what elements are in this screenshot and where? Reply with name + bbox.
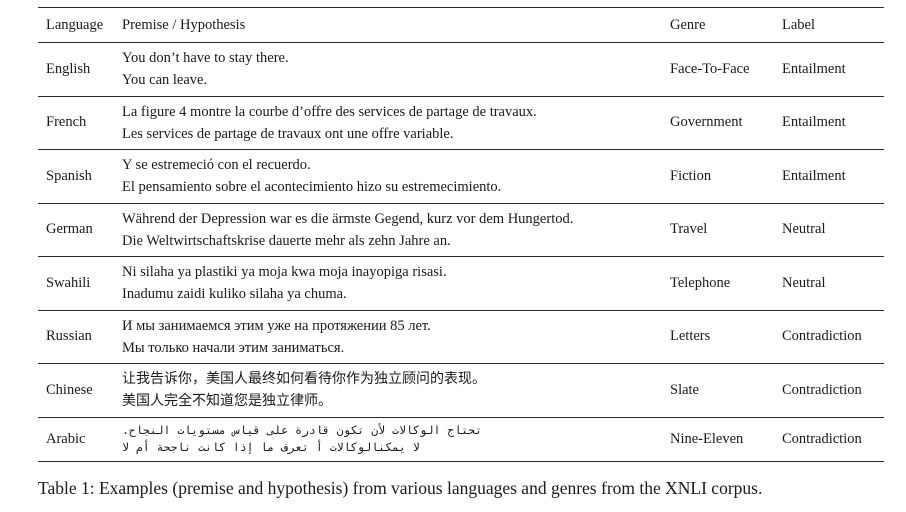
header-label: Label bbox=[782, 16, 816, 33]
row-language: Arabic bbox=[46, 430, 86, 447]
table-row: Chinese 让我告诉你，美国人最终如何看待你作为独立顾问的表现。 美国人完全… bbox=[38, 364, 884, 418]
row-label: Contradiction bbox=[782, 430, 862, 447]
row-language: German bbox=[46, 221, 93, 238]
row-premise: Während der Depression war es die ärmste… bbox=[122, 210, 574, 227]
row-hypothesis: Мы только начали этим заниматься. bbox=[122, 339, 345, 356]
row-premise: You don’t have to stay there. bbox=[122, 50, 289, 67]
row-genre: Letters bbox=[670, 328, 711, 345]
row-label: Contradiction bbox=[782, 381, 862, 398]
row-language: English bbox=[46, 60, 91, 77]
header-premise-hypothesis: Premise / Hypothesis bbox=[122, 16, 246, 33]
row-text: تحتاج الوكالات لأن تكون قادرة على قياس م… bbox=[114, 417, 662, 461]
table-row: Russian И мы занимаемся этим уже на прот… bbox=[38, 310, 884, 364]
row-text: Ni silaha ya plastiki ya moja kwa moja i… bbox=[114, 257, 662, 311]
row-genre: Telephone bbox=[670, 274, 731, 291]
table-body: English You don’t have to stay there. Yo… bbox=[38, 43, 884, 461]
row-text: Während der Depression war es die ärmste… bbox=[114, 203, 662, 257]
table-row: Arabic تحتاج الوكالات لأن تكون قادرة على… bbox=[38, 417, 884, 461]
row-language: Chinese bbox=[46, 381, 93, 398]
row-label: Neutral bbox=[782, 221, 826, 238]
row-hypothesis: لا يمكنالوكالات أ تعرف ما إذا كانت ناجحة… bbox=[122, 440, 420, 454]
row-premise: Ni silaha ya plastiki ya moja kwa moja i… bbox=[122, 264, 447, 281]
table-row: English You don’t have to stay there. Yo… bbox=[38, 43, 884, 97]
row-text: La figure 4 montre la courbe d’offre des… bbox=[114, 96, 662, 150]
row-text: You don’t have to stay there. You can le… bbox=[114, 43, 662, 97]
row-genre: Travel bbox=[670, 221, 708, 238]
xnli-examples-table: Language Premise / Hypothesis Genre Labe… bbox=[38, 7, 884, 462]
row-premise: تحتاج الوكالات لأن تكون قادرة على قياس م… bbox=[122, 423, 483, 437]
row-hypothesis: Les services de partage de travaux ont u… bbox=[122, 125, 454, 142]
row-hypothesis: Inadumu zaidi kuliko silaha ya chuma. bbox=[122, 286, 347, 303]
row-genre: Slate bbox=[670, 381, 699, 398]
row-premise: 让我告诉你，美国人最终如何看待你作为独立顾问的表现。 bbox=[122, 371, 486, 388]
table-header: Language Premise / Hypothesis Genre Labe… bbox=[38, 7, 884, 43]
row-text: И мы занимаемся этим уже на протяжении 8… bbox=[114, 310, 662, 364]
row-genre: Nine-Eleven bbox=[670, 430, 744, 447]
row-label: Entailment bbox=[782, 60, 846, 77]
row-text: 让我告诉你，美国人最终如何看待你作为独立顾问的表现。 美国人完全不知道您是独立律… bbox=[114, 364, 662, 418]
xnli-examples-table-container: Language Premise / Hypothesis Genre Labe… bbox=[38, 7, 884, 462]
table-row: German Während der Depression war es die… bbox=[38, 203, 884, 257]
row-language: Russian bbox=[46, 328, 92, 345]
table-row: Spanish Y se estremeció con el recuerdo.… bbox=[38, 150, 884, 204]
row-label: Neutral bbox=[782, 274, 826, 291]
row-hypothesis: Die Weltwirtschaftskrise dauerte mehr al… bbox=[122, 232, 451, 249]
table-caption: Table 1: Examples (premise and hypothesi… bbox=[38, 478, 763, 498]
header-row: Language Premise / Hypothesis Genre Labe… bbox=[38, 7, 884, 43]
row-label: Entailment bbox=[782, 167, 846, 184]
row-hypothesis: El pensamiento sobre el acontecimiento h… bbox=[122, 179, 502, 196]
row-genre: Face-To-Face bbox=[670, 60, 750, 77]
row-language: Swahili bbox=[46, 274, 91, 291]
row-premise: Y se estremeció con el recuerdo. bbox=[122, 157, 311, 174]
row-label: Entailment bbox=[782, 114, 846, 131]
row-genre: Government bbox=[670, 114, 743, 131]
table-row: French La figure 4 montre la courbe d’of… bbox=[38, 96, 884, 150]
header-genre: Genre bbox=[670, 16, 706, 33]
row-premise: La figure 4 montre la courbe d’offre des… bbox=[122, 103, 537, 120]
row-genre: Fiction bbox=[670, 167, 712, 184]
row-text: Y se estremeció con el recuerdo. El pens… bbox=[114, 150, 662, 204]
row-language: Spanish bbox=[46, 167, 92, 184]
row-premise: И мы занимаемся этим уже на протяжении 8… bbox=[122, 317, 431, 334]
header-language: Language bbox=[46, 16, 104, 33]
row-hypothesis: You can leave. bbox=[122, 72, 208, 89]
row-hypothesis: 美国人完全不知道您是独立律师。 bbox=[122, 393, 332, 410]
row-label: Contradiction bbox=[782, 328, 862, 345]
row-language: French bbox=[46, 114, 87, 131]
table-row: Swahili Ni silaha ya plastiki ya moja kw… bbox=[38, 257, 884, 311]
